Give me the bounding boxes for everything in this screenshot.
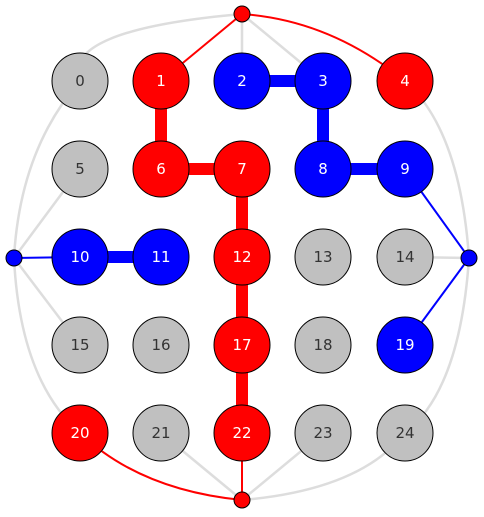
node-1[interactable]: 1	[132, 52, 190, 110]
node-label: 18	[313, 336, 332, 354]
node-11[interactable]: 11	[132, 228, 190, 286]
node-circle	[213, 140, 271, 198]
node-17[interactable]: 17	[213, 316, 271, 374]
node-circle	[213, 316, 271, 374]
node-0[interactable]: 0	[51, 52, 109, 110]
terminals-layer	[5, 5, 478, 509]
node-label: 9	[400, 160, 410, 178]
node-label: 20	[70, 424, 89, 442]
node-15[interactable]: 15	[51, 316, 109, 374]
node-circle	[376, 228, 434, 286]
node-circle	[376, 140, 434, 198]
node-circle	[132, 52, 190, 110]
node-circle	[51, 140, 109, 198]
node-circle	[51, 316, 109, 374]
node-10[interactable]: 10	[51, 228, 109, 286]
node-label: 12	[232, 248, 251, 266]
node-label: 24	[395, 424, 414, 442]
node-16[interactable]: 16	[132, 316, 190, 374]
node-circle	[51, 228, 109, 286]
node-2[interactable]: 2	[213, 52, 271, 110]
node-8[interactable]: 8	[294, 140, 352, 198]
node-label: 19	[395, 336, 414, 354]
node-24[interactable]: 24	[376, 404, 434, 462]
node-22[interactable]: 22	[213, 404, 271, 462]
node-circle	[132, 228, 190, 286]
node-label: 5	[75, 160, 85, 178]
node-label: 17	[232, 336, 251, 354]
node-label: 6	[156, 160, 166, 178]
node-4[interactable]: 4	[376, 52, 434, 110]
node-circle	[294, 316, 352, 374]
node-label: 16	[151, 336, 170, 354]
node-label: 23	[313, 424, 332, 442]
terminal-left	[5, 249, 23, 267]
node-14[interactable]: 14	[376, 228, 434, 286]
node-label: 4	[400, 72, 410, 90]
node-circle	[132, 404, 190, 462]
node-9[interactable]: 9	[376, 140, 434, 198]
node-circle	[376, 316, 434, 374]
node-circle	[132, 316, 190, 374]
node-label: 22	[232, 424, 251, 442]
node-3[interactable]: 3	[294, 52, 352, 110]
node-circle	[376, 52, 434, 110]
node-label: 7	[237, 160, 247, 178]
node-circle	[376, 404, 434, 462]
node-circle	[213, 404, 271, 462]
node-label: 14	[395, 248, 414, 266]
node-circle	[294, 140, 352, 198]
node-circle	[132, 140, 190, 198]
node-label: 2	[237, 72, 247, 90]
terminal-right	[460, 249, 478, 267]
node-label: 0	[75, 72, 85, 90]
node-21[interactable]: 21	[132, 404, 190, 462]
node-circle	[213, 228, 271, 286]
node-circle	[51, 52, 109, 110]
node-label: 1	[156, 72, 166, 90]
node-circle	[294, 404, 352, 462]
node-12[interactable]: 12	[213, 228, 271, 286]
terminal-top	[233, 5, 251, 23]
node-circle	[294, 52, 352, 110]
node-6[interactable]: 6	[132, 140, 190, 198]
terminal-bottom	[233, 491, 251, 509]
node-circle	[51, 404, 109, 462]
node-7[interactable]: 7	[213, 140, 271, 198]
node-label: 11	[151, 248, 170, 266]
node-20[interactable]: 20	[51, 404, 109, 462]
node-circle	[213, 52, 271, 110]
node-label: 8	[318, 160, 328, 178]
node-13[interactable]: 13	[294, 228, 352, 286]
node-5[interactable]: 5	[51, 140, 109, 198]
node-19[interactable]: 19	[376, 316, 434, 374]
node-label: 10	[70, 248, 89, 266]
node-18[interactable]: 18	[294, 316, 352, 374]
node-label: 3	[318, 72, 328, 90]
node-circle	[294, 228, 352, 286]
node-label: 21	[151, 424, 170, 442]
node-23[interactable]: 23	[294, 404, 352, 462]
node-label: 15	[70, 336, 89, 354]
node-label: 13	[313, 248, 332, 266]
